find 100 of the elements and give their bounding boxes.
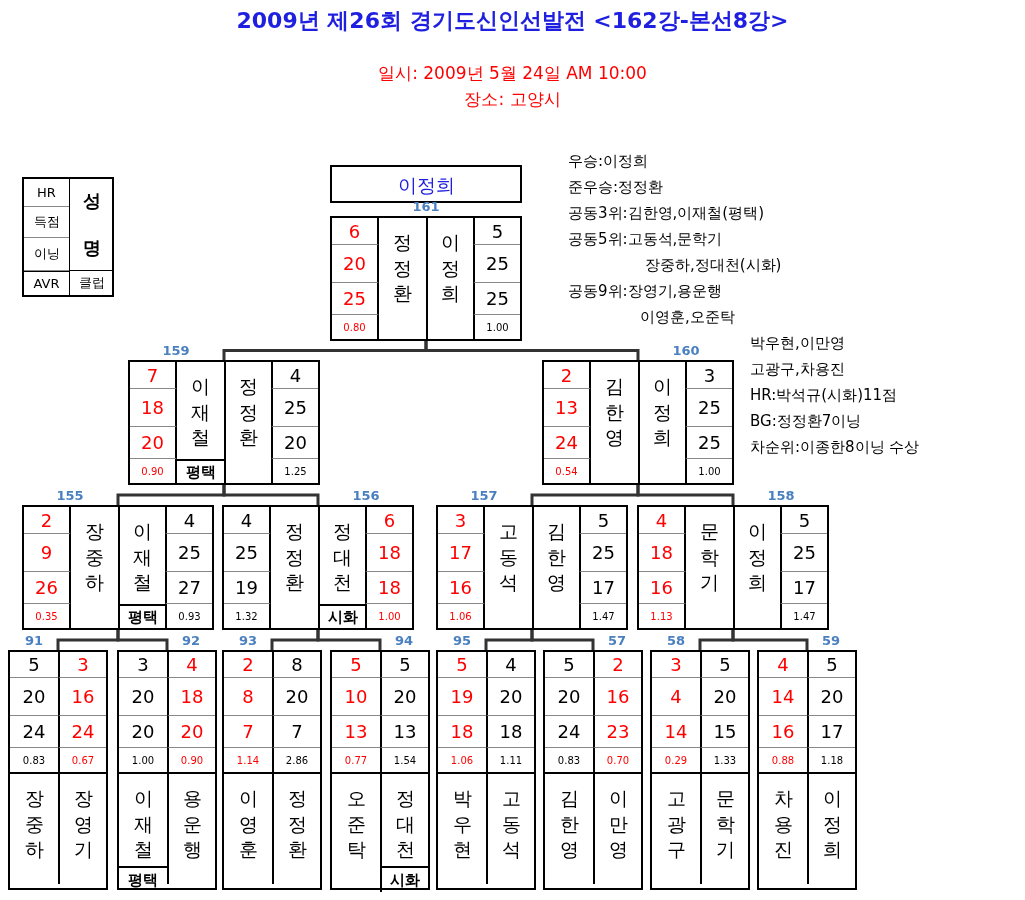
innings-value: 15 — [700, 716, 748, 748]
innings-value: 26 — [24, 572, 71, 604]
result-line: 공동9위:장영기,용운행 — [568, 282, 723, 301]
score-value: 16 — [593, 678, 641, 716]
match-table — [650, 650, 750, 890]
hr-value: 4 — [224, 507, 271, 534]
player-name: 고동석 — [498, 519, 519, 596]
score-value: 18 — [639, 534, 686, 572]
club-name: 시화 — [318, 604, 365, 628]
average-value: 0.90 — [167, 748, 215, 774]
innings-value: 18 — [486, 716, 534, 748]
hr-value: 5 — [438, 652, 486, 678]
hr-value: 4 — [639, 507, 686, 534]
player-name: 김한영 — [604, 374, 625, 451]
match-table — [436, 650, 536, 890]
innings-value: 24 — [545, 716, 593, 748]
innings-value: 7 — [224, 716, 272, 748]
average-value: 0.90 — [130, 459, 177, 483]
average-value: 1.32 — [224, 604, 271, 628]
average-value: 0.54 — [544, 459, 591, 483]
hr-value: 5 — [545, 652, 593, 678]
player-name: 김한영 — [532, 507, 579, 628]
average-value: 0.29 — [652, 748, 700, 774]
player-name: 문학기 — [700, 774, 748, 884]
average-value: 1.14 — [224, 748, 272, 774]
score-value: 20 — [10, 678, 58, 716]
match-table — [757, 650, 857, 890]
hr-value: 7 — [130, 362, 177, 389]
hr-value: 2 — [544, 362, 591, 389]
match-number: 59 — [820, 633, 842, 648]
average-value: 1.18 — [807, 748, 855, 774]
match-number: 91 — [23, 633, 45, 648]
score-value: 25 — [271, 389, 318, 427]
score-value: 25 — [780, 534, 827, 572]
match-number: 155 — [55, 488, 85, 503]
result-line: 공동5위:고동석,문학기 — [568, 230, 723, 249]
average-value: 1.25 — [271, 459, 318, 483]
hr-value: 8 — [272, 652, 320, 678]
match-number: 93 — [237, 633, 259, 648]
match-table — [128, 360, 320, 485]
player-name: 정정환 — [284, 519, 305, 596]
hr-value: 3 — [119, 652, 167, 678]
match-number: 57 — [606, 633, 628, 648]
result-line: 우승:이정희 — [568, 152, 649, 171]
player-name: 정대천 — [318, 507, 365, 604]
key-label: 득점 — [24, 207, 69, 238]
key-label: 이닝 — [24, 238, 69, 271]
hr-value: 2 — [224, 652, 272, 678]
score-value: 25 — [224, 534, 271, 572]
result-line: HR:박석규(시화)11점 — [750, 386, 898, 405]
key-label: 클럽 — [69, 271, 114, 295]
score-value: 4 — [652, 678, 700, 716]
player-name: 정정환 — [272, 774, 320, 884]
player-name: 고광구 — [665, 786, 687, 863]
score-value: 16 — [58, 678, 106, 716]
bracket-line — [116, 630, 169, 650]
score-value: 18 — [167, 678, 215, 716]
player-name: 박우현 — [451, 786, 473, 863]
score-value: 20 — [700, 678, 748, 716]
innings-value: 14 — [652, 716, 700, 748]
innings-value: 16 — [639, 572, 686, 604]
result-line: 공동3위:김한영,이재철(평택) — [568, 204, 765, 223]
average-value: 0.93 — [165, 604, 212, 628]
bracket-line — [530, 630, 595, 650]
player-name: 문학기 — [699, 519, 720, 596]
player-name: 이재철 — [132, 786, 154, 863]
hr-value: 3 — [685, 362, 732, 389]
average-value: 1.54 — [380, 748, 428, 774]
innings-value: 13 — [332, 716, 380, 748]
score-value: 17 — [438, 534, 485, 572]
bracket-line — [636, 485, 735, 505]
venue-line: 장소: 고양시 — [463, 88, 562, 111]
bracket-line — [731, 630, 809, 650]
score-value: 20 — [486, 678, 534, 716]
match-table — [8, 650, 108, 890]
innings-value: 17 — [807, 716, 855, 748]
key-label: AVR — [24, 271, 69, 295]
score-value: 20 — [380, 678, 428, 716]
match-table — [330, 216, 522, 341]
hr-value: 5 — [700, 652, 748, 678]
score-value: 13 — [544, 389, 591, 427]
innings-value: 13 — [380, 716, 428, 748]
average-value: 0.88 — [759, 748, 807, 774]
average-value: 2.86 — [272, 748, 320, 774]
player-name: 용운행 — [167, 774, 215, 884]
match-table — [436, 505, 628, 630]
innings-value: 20 — [130, 427, 177, 459]
club-name: 평택 — [118, 604, 165, 628]
hr-value: 2 — [24, 507, 71, 534]
average-value: 1.13 — [639, 604, 686, 628]
hr-value: 5 — [473, 218, 520, 245]
average-value: 1.00 — [365, 604, 412, 628]
score-value: 14 — [759, 678, 807, 716]
innings-value: 18 — [438, 716, 486, 748]
innings-value: 24 — [58, 716, 106, 748]
innings-value: 20 — [271, 427, 318, 459]
bracket-line — [316, 630, 382, 650]
score-value: 25 — [579, 534, 626, 572]
match-table — [542, 360, 734, 485]
winner-box — [330, 165, 522, 203]
